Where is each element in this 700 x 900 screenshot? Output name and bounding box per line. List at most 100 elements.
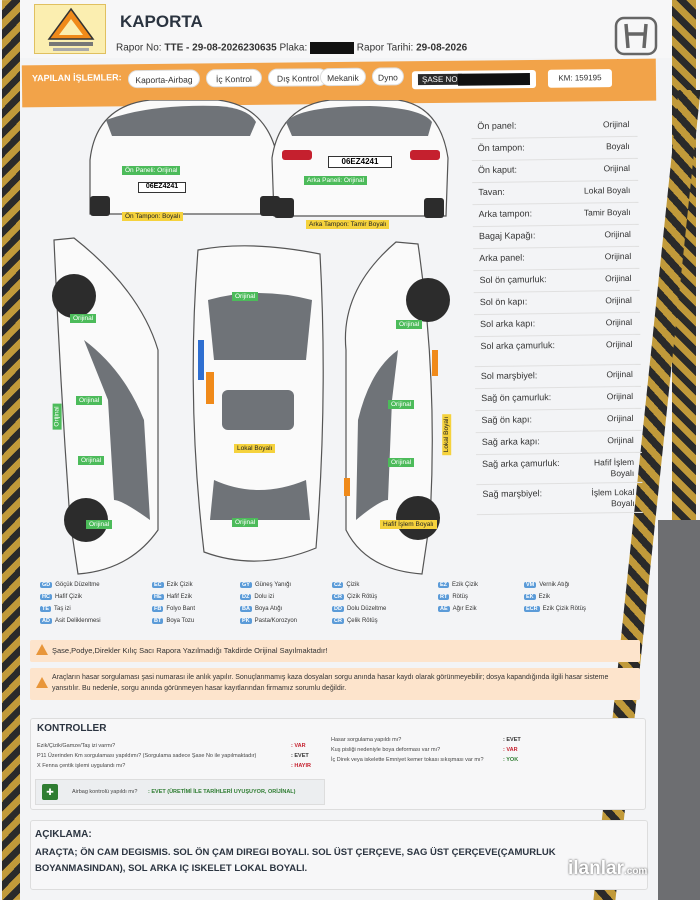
control-answer-6: : YOK <box>503 757 519 763</box>
part-name: Ön panel: <box>477 120 517 132</box>
airbag-question: Airbag kontrolü yapıldı mı? <box>72 789 138 795</box>
right-side-windows <box>356 350 398 520</box>
control-question-5: Kuş pisliği nedeniyle boya deforması var… <box>331 747 441 753</box>
part-row: Ön tampon: Boyalı <box>471 136 638 162</box>
legend-code: GY <box>240 582 252 588</box>
right-rear-wheel <box>396 496 440 540</box>
parts-status-list: Ön panel: Orijinal Ön tampon: Boyalı Ön kapu… <box>471 114 643 516</box>
tag-left-rear-door: Orijinal <box>78 456 105 465</box>
rear-right-taillight <box>410 150 440 160</box>
part-status: Boyalı <box>605 140 630 152</box>
watermark-tld: .com <box>623 866 648 877</box>
legend-code: HC <box>40 594 52 600</box>
left-side-windows <box>84 340 150 520</box>
description-text: ARAÇTA; ÖN CAM DEGISMIS. SOL ÖN ÇAM DIRE… <box>35 847 556 874</box>
part-name: Sol marşbiyel: <box>480 370 538 382</box>
tag-roof: Lokal Boyalı <box>234 444 276 453</box>
operations-label: YAPILAN İŞLEMLER: <box>31 72 122 84</box>
top-left-stripe-mark <box>198 340 204 380</box>
tag-left-front-door: Orijinal <box>76 396 103 405</box>
car-diagram-area: Ön Paneli: Orijinal 06EZ4241 Ön Tampon: … <box>30 100 480 580</box>
legend-text: Güneş Yanığı <box>254 582 292 588</box>
part-status: Orijinal <box>607 434 634 446</box>
legend-text: Dolu Düzeltme <box>346 606 387 612</box>
part-row: Arka panel:Orijinal <box>473 246 640 272</box>
legend-text: Dolu izi <box>254 594 275 600</box>
legend-code: CR <box>332 618 344 624</box>
legend-text: Çizik <box>346 582 360 588</box>
legend-text: Ezik Çizik Rötüş <box>542 606 586 612</box>
company-logo <box>34 4 106 54</box>
part-status: Orijinal <box>606 368 633 380</box>
legend-text: Boya Atığı <box>254 606 283 612</box>
operation-pill-kaporta: Kaporta-Airbag <box>127 69 201 89</box>
tag-right-rear-fender: Hafif İşlem Boyalı <box>380 520 437 529</box>
background-corner <box>658 520 700 900</box>
tag-left-sill: Orijinal <box>52 403 62 430</box>
part-row: Sağ ön kapı: Orijinal <box>475 408 642 434</box>
part-status: Hafif İşlem Boyalı <box>593 456 635 479</box>
report-no-label: Rapor No: <box>116 42 162 54</box>
left-stripe-border <box>2 0 20 900</box>
note-chassis-text: Şase,Podye,Direkler Kılıç Sacı Rapora Ya… <box>52 646 328 655</box>
chassis-field: ŞASE NO <box>411 69 537 90</box>
part-name: Sağ arka kapı: <box>481 436 540 448</box>
part-status: Orijinal <box>604 250 632 262</box>
part-name: Bagaj Kapağı: <box>478 230 536 242</box>
left-front-wheel <box>52 274 96 318</box>
legend-text: Ezik Çizik <box>452 582 479 588</box>
tag-left-front-fender: Orijinal <box>70 314 97 323</box>
legend-text: Ağır Ezik <box>452 606 477 612</box>
legend-text: Taş izi <box>54 606 71 612</box>
legend-code: TE <box>40 606 52 612</box>
legend-text: Çelik Rötüş <box>346 618 378 624</box>
part-row: Sağ ön çamurluk:Orijinal <box>475 386 642 412</box>
watermark: ilanlar.com <box>568 858 647 880</box>
legend-code: AD <box>40 618 52 624</box>
airbag-answer: : EVET (ÜRETİMİ İLE TARİHLERİ UYUŞUYOR, … <box>148 789 296 795</box>
sunroof <box>222 390 294 430</box>
note-damage-query-text: Araçların hasar sorgulaması şasi numaras… <box>52 674 609 692</box>
part-status: Orijinal <box>602 118 630 130</box>
legend-code: DZ <box>240 594 252 600</box>
part-name: Tavan: <box>478 186 505 198</box>
part-status: Orijinal <box>606 412 634 424</box>
plate-redaction <box>310 42 355 54</box>
part-name: Ön tampon: <box>477 142 525 154</box>
tag-right-rear-door: Orijinal <box>388 458 415 467</box>
part-name: Ön kaput: <box>477 164 518 176</box>
part-row: Sol ön kapı:Orijinal <box>473 290 640 316</box>
operation-pill-dyno: Dyno <box>371 67 405 86</box>
watermark-brand: ilanlar <box>568 858 624 879</box>
rear-left-taillight <box>282 150 312 160</box>
report-header: KAPORTA Rapor No: TTE - 29-08-2026230635… <box>20 0 672 69</box>
part-name: Sağ ön kapı: <box>481 414 533 426</box>
legend-code: RT <box>438 594 450 600</box>
tag-hood: Orijinal <box>232 292 259 301</box>
description-section: AÇIKLAMA: ARAÇTA; ÖN CAM DEGISMIS. SOL Ö… <box>30 820 648 890</box>
legend-text: Pasta/Korozyon <box>254 618 297 624</box>
tag-right-front-fender: Orijinal <box>396 320 423 329</box>
chassis-redaction <box>457 73 531 86</box>
legend-text: Asit Deliklenmesi <box>54 618 101 624</box>
legend-text: Hafif Ezik <box>166 594 192 600</box>
tag-right-sill: Lokal Boyalı <box>442 413 452 456</box>
legend-text: Göçük Düzeltme <box>55 582 100 588</box>
front-left-tire <box>90 196 110 216</box>
part-name: Sağ marşbiyel: <box>482 488 543 500</box>
part-status: Lokal Boyalı <box>583 184 631 196</box>
control-question-1: Ezik/Çizik/Gamze/Taş izi varmı? <box>37 743 116 749</box>
report-date: 29-08-2026 <box>416 42 468 54</box>
airbag-check-box: ✚ Airbag kontrolü yapıldı mı? : EVET (ÜR… <box>35 779 325 805</box>
rear-windshield <box>286 106 432 136</box>
legend-code: BT <box>152 618 164 624</box>
